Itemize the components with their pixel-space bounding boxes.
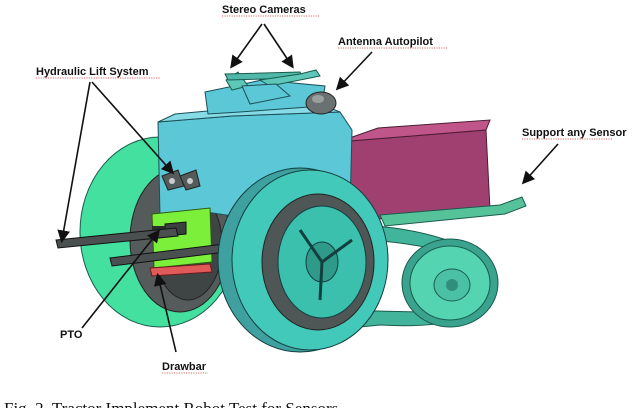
- front-big-wheel: [217, 167, 389, 353]
- sensor-support-plate: [379, 196, 527, 227]
- label-hydraulic-lift-system: Hydraulic Lift System: [36, 66, 149, 78]
- label-pto: PTO: [60, 329, 83, 341]
- label-underlines: [36, 15, 612, 374]
- rear-small-wheel: [401, 238, 499, 328]
- callout-arrows: [57, 23, 559, 353]
- label-stereo-cameras: Stereo Cameras: [222, 4, 306, 16]
- stereo-camera-mount: [224, 69, 321, 105]
- figure-caption: Fig. 2. Tractor Implement Robot Test for…: [4, 399, 338, 408]
- label-antenna-autopilot: Antenna Autopilot: [338, 36, 433, 48]
- label-drawbar: Drawbar: [162, 361, 207, 373]
- label-support-any-sensor: Support any Sensor: [522, 127, 627, 139]
- antenna-dome: [305, 91, 337, 115]
